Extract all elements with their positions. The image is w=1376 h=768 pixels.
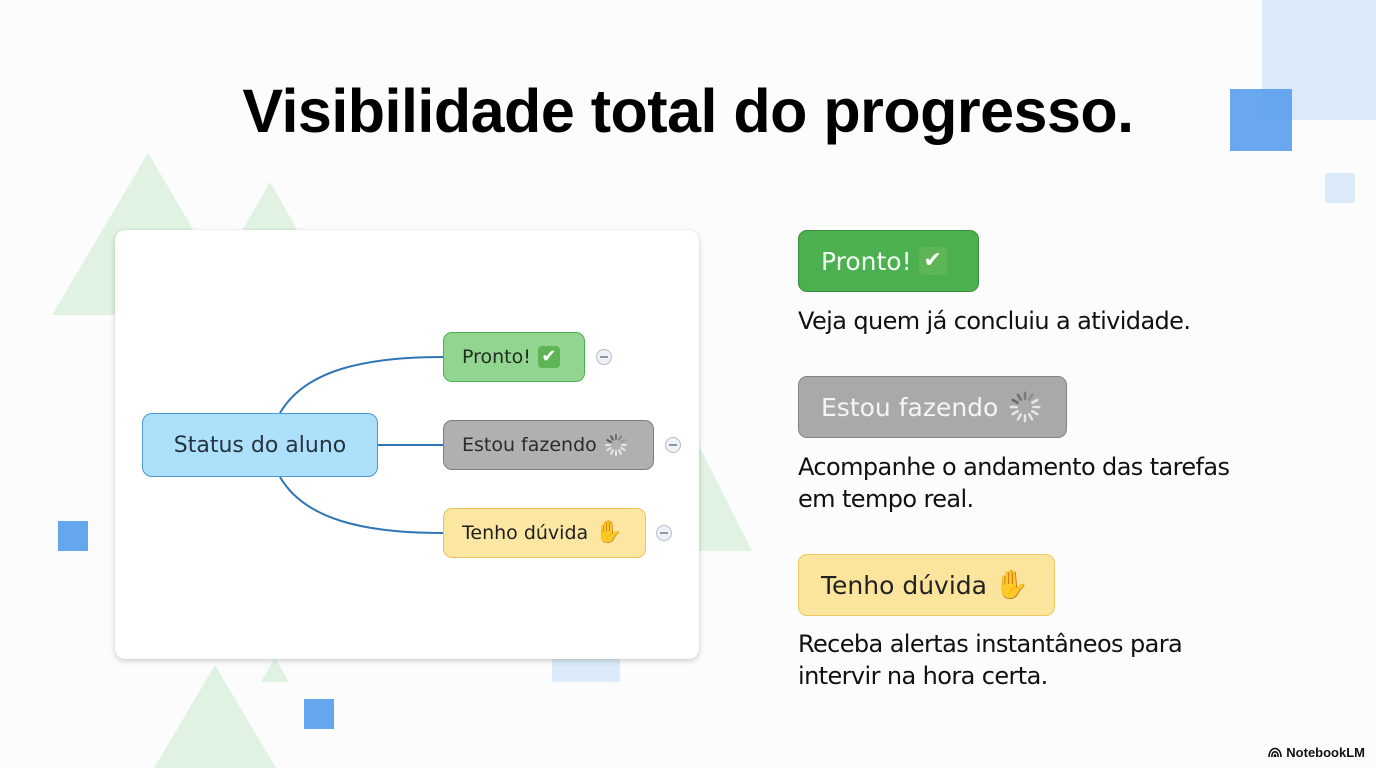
decor-blue-square-left — [58, 521, 88, 551]
status-description-pronto: Veja quem já concluiu a atividade. — [798, 307, 1191, 335]
status-description-tenho-duvida: Receba alertas instantâneos para intervi… — [798, 630, 1183, 690]
status-badge-pronto: Pronto! ✔ — [798, 230, 979, 292]
decor-small-light-blue-square — [1325, 173, 1355, 203]
status-badge-tenho-duvida: Tenho dúvida ✋ — [798, 554, 1055, 616]
node-label: Estou fazendo — [462, 434, 597, 456]
mindmap-node-estou-fazendo[interactable]: Estou fazendo — [443, 420, 654, 470]
node-label: Tenho dúvida — [462, 522, 589, 544]
decor-green-triangle-bottom — [154, 665, 276, 768]
mindmap-root-node[interactable]: Status do aluno — [142, 413, 378, 477]
check-mark-button-icon: ✔ — [918, 247, 947, 275]
collapse-icon[interactable] — [596, 349, 612, 365]
decor-blue-square-top-right — [1230, 89, 1292, 151]
mindmap-links — [279, 356, 444, 534]
badge-label: Tenho dúvida — [821, 570, 987, 600]
raised-hand-icon: ✋ — [595, 520, 623, 545]
status-badge-estou-fazendo: Estou fazendo — [798, 376, 1067, 438]
mindmap-node-tenho-duvida[interactable]: Tenho dúvida ✋ — [443, 508, 646, 558]
brand-label: NotebookLM — [1286, 745, 1365, 760]
badge-label: Pronto! — [821, 246, 912, 276]
slide-title: Visibilidade total do progresso. — [242, 77, 1134, 145]
notebooklm-branding: NotebookLM — [1268, 745, 1365, 760]
decor-green-triangle-tiny — [261, 658, 289, 682]
decor-blue-square-bottom — [304, 699, 334, 729]
badge-label: Estou fazendo — [821, 392, 999, 422]
check-mark-button-icon: ✔ — [537, 346, 560, 368]
notebooklm-logo-icon — [1268, 747, 1283, 758]
loading-spinner-icon — [604, 433, 628, 457]
status-description-estou-fazendo: Acompanhe o andamento das tarefas em tem… — [798, 453, 1230, 513]
loading-spinner-icon — [1008, 390, 1042, 424]
collapse-icon[interactable] — [665, 437, 681, 453]
collapse-icon[interactable] — [656, 525, 672, 541]
decor-green-triangle-small — [238, 182, 302, 238]
root-node-label: Status do aluno — [173, 432, 347, 458]
mindmap-card: Status do aluno Pronto! ✔ Estou fazendo — [115, 230, 699, 659]
node-label: Pronto! — [462, 346, 531, 368]
mindmap-node-pronto[interactable]: Pronto! ✔ — [443, 332, 585, 382]
raised-hand-icon: ✋ — [993, 568, 1029, 601]
